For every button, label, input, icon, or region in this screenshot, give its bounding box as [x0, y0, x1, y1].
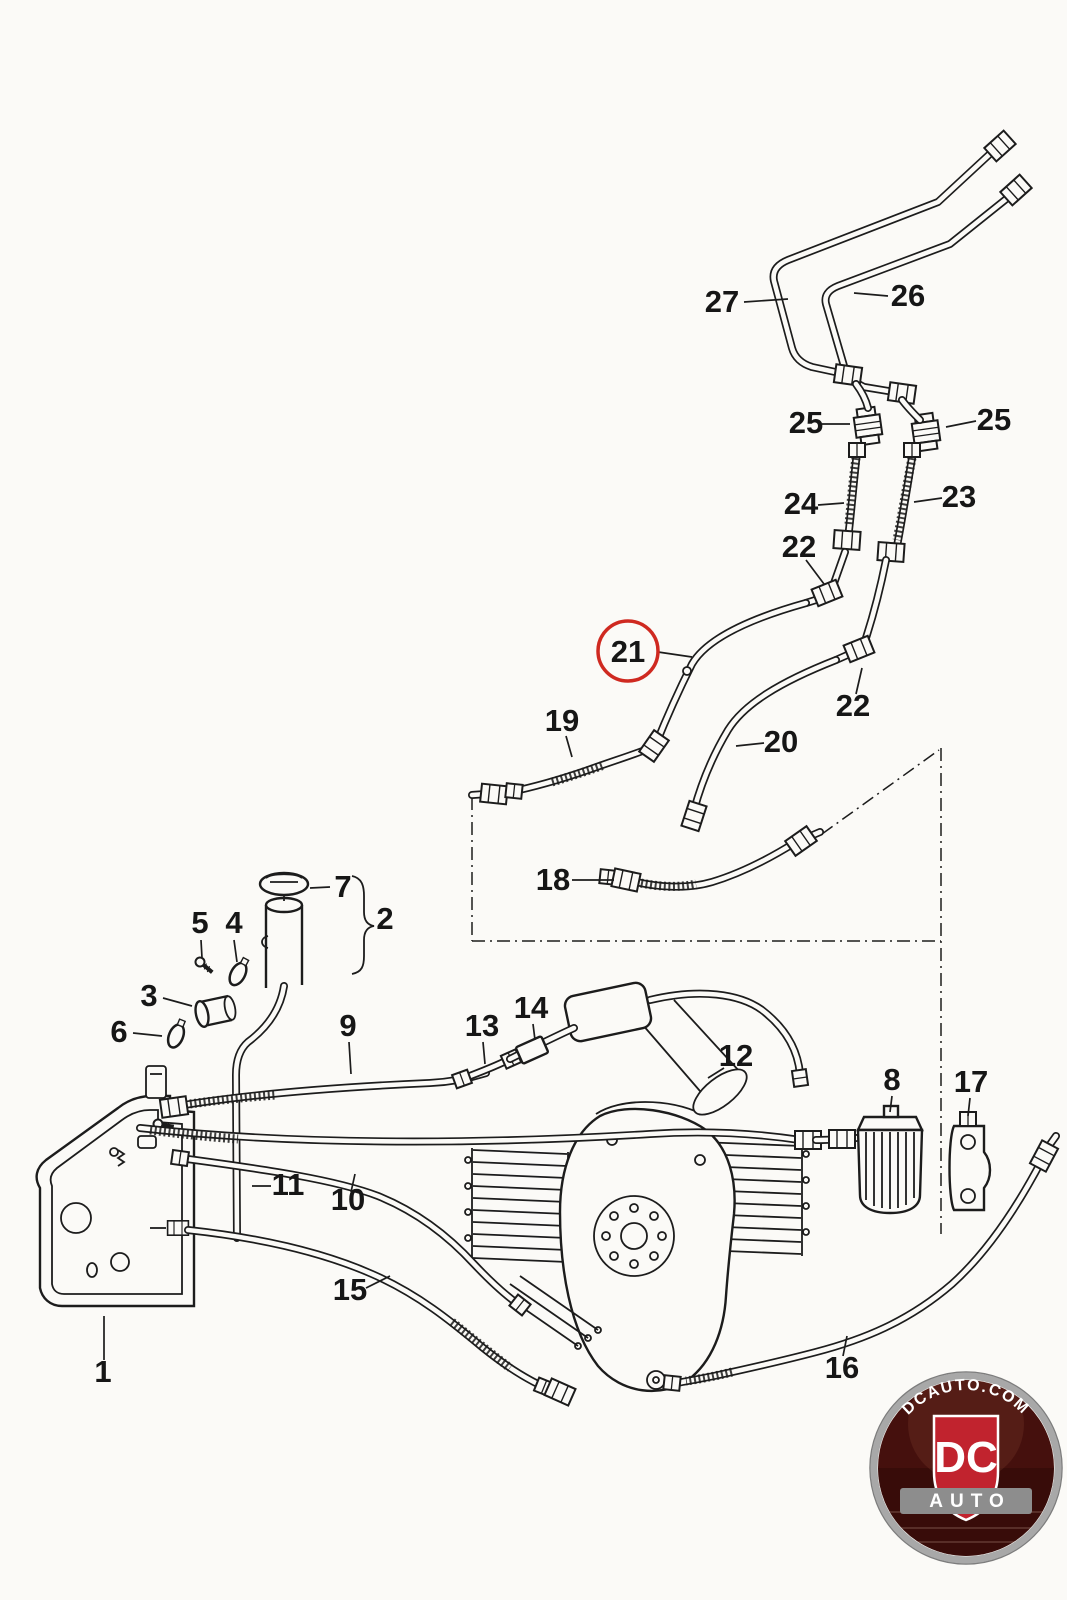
neck-hose-piece [194, 994, 237, 1028]
callout-5: 5 [191, 905, 208, 940]
callout-25-left: 25 [789, 405, 823, 440]
mid-fuel-hoses [472, 384, 920, 893]
group-brace [351, 875, 375, 975]
callout-12: 12 [719, 1038, 753, 1073]
callout-15: 15 [333, 1272, 367, 1307]
filler-neck-assembly [163, 871, 375, 1238]
callout-9: 9 [339, 1008, 356, 1043]
callout-1: 1 [94, 1354, 111, 1389]
callout-27: 27 [705, 284, 739, 319]
mounting-bracket-panel [35, 1065, 196, 1308]
callout-2: 2 [376, 901, 393, 936]
logo-ring [870, 1372, 1062, 1564]
callout-7: 7 [334, 869, 351, 904]
callout-14: 14 [514, 990, 549, 1025]
logo-banner-text: AUTO [929, 1491, 1010, 1512]
callout-11: 11 [272, 1167, 305, 1202]
lower-fuel-hoses [140, 1028, 1058, 1407]
callout-26: 26 [891, 278, 925, 313]
filter-bracket [948, 1111, 992, 1212]
callout-4: 4 [225, 905, 243, 940]
callout-labels: 27 26 25 25 24 23 22 22 21 19 20 18 7 2 … [94, 278, 1011, 1389]
highlight-circle-21 [596, 619, 660, 683]
callout-10: 10 [331, 1182, 365, 1217]
callout-leaders [103, 292, 977, 1360]
callout-23: 23 [942, 479, 976, 514]
callout-21-highlighted: 21 [611, 634, 645, 669]
callout-22-lower: 22 [836, 688, 870, 723]
intake-boot [563, 981, 810, 1116]
callout-6: 6 [110, 1014, 127, 1049]
sleeve-14 [514, 1035, 550, 1065]
callout-13: 13 [465, 1008, 499, 1043]
callout-24: 24 [784, 486, 819, 521]
fuel-filter [828, 1104, 924, 1215]
callout-25-right: 25 [977, 402, 1011, 437]
callout-20: 20 [764, 724, 798, 759]
callout-8: 8 [883, 1062, 900, 1097]
callout-22-upper: 22 [782, 529, 816, 564]
callout-19: 19 [545, 703, 579, 738]
callout-16: 16 [825, 1350, 859, 1385]
dc-auto-logo: DCAUTO.COM DC AUTO [869, 1371, 1063, 1565]
logo-banner [900, 1488, 1032, 1514]
logo-monogram: DC [934, 1433, 998, 1482]
callout-18: 18 [536, 862, 570, 897]
callout-3: 3 [140, 978, 157, 1013]
callout-17: 17 [954, 1064, 988, 1099]
